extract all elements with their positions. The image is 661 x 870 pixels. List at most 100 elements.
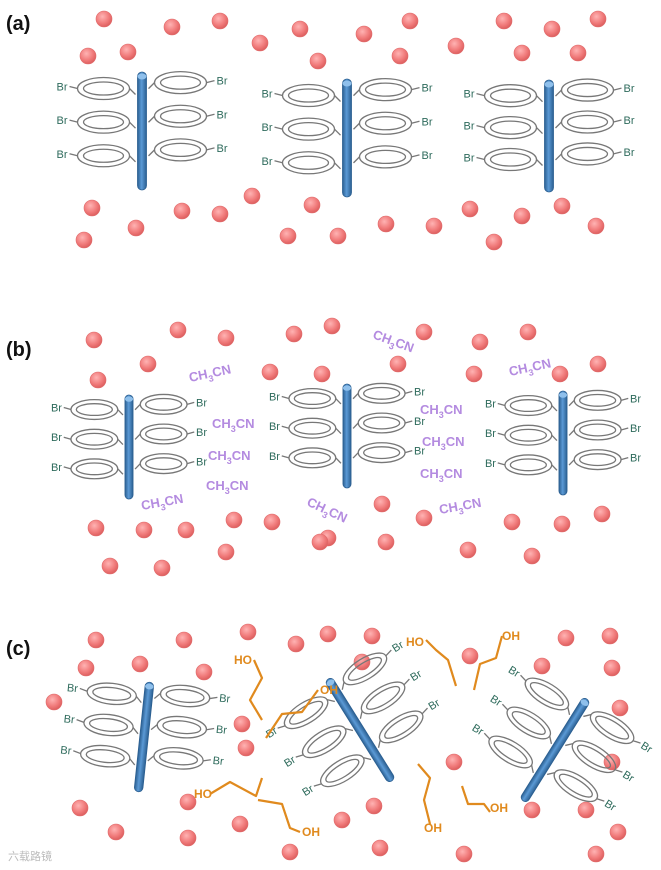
benzene-ring-inner — [307, 729, 342, 754]
bond-line — [404, 390, 413, 394]
benzene-ring — [573, 449, 622, 471]
bond-line — [497, 462, 506, 466]
solvent-particle — [179, 793, 197, 811]
solvent-particle — [365, 797, 383, 815]
bond-line — [568, 459, 575, 466]
solvent-particle — [177, 521, 195, 539]
acetonitrile-label: CH3CN — [508, 355, 553, 381]
benzene-ring-inner — [162, 720, 202, 735]
solvent-particle — [519, 323, 537, 341]
benzene-ring-inner — [159, 109, 202, 124]
panel-label-b: (b) — [6, 339, 32, 361]
solvent-particle — [163, 18, 181, 36]
bond-line — [613, 87, 622, 91]
hydroxyl-label: OH — [502, 629, 520, 643]
solvent-particle — [233, 715, 251, 733]
bromine-label: Br — [630, 393, 641, 405]
bond-line — [546, 771, 556, 776]
bromine-label: Br — [60, 744, 73, 757]
bond-line — [497, 402, 506, 407]
solvent-particle — [107, 823, 125, 841]
bromine-label: Br — [426, 697, 442, 713]
acetonitrile-cn: CN — [461, 495, 482, 513]
butanediol-chain — [248, 659, 264, 721]
benzene-ring — [281, 151, 336, 175]
butanediol-chain — [460, 785, 491, 813]
bond-line — [353, 156, 360, 164]
solvent-particle — [485, 233, 503, 251]
bond-line — [345, 728, 354, 732]
bond-line — [69, 119, 78, 123]
hydroxyl-label: OH — [424, 821, 442, 835]
bond-line — [596, 798, 605, 802]
bond-line — [363, 757, 372, 761]
bromine-label: Br — [269, 392, 280, 404]
bromine-label: Br — [488, 693, 504, 709]
solvent-particle — [447, 37, 465, 55]
acetonitrile-c: CH — [438, 499, 459, 517]
bond-line — [476, 124, 485, 129]
acetonitrile-sub: 3 — [160, 502, 167, 513]
benzene-ring — [357, 382, 406, 404]
solvent-particle — [101, 557, 119, 575]
solvent-particle — [513, 207, 531, 225]
hydroxyl-label: OH — [302, 825, 320, 839]
bond-line — [620, 457, 629, 461]
bond-line — [281, 425, 290, 429]
carbon-nanotube-rod — [134, 681, 154, 793]
butanediol-chain — [417, 763, 432, 825]
acetonitrile-cn: CN — [446, 434, 465, 449]
bond-line — [411, 120, 420, 124]
bond-line — [483, 732, 491, 740]
benzene-ring-inner — [579, 423, 617, 437]
benzene-ring-inner — [75, 403, 113, 417]
bond-line — [281, 395, 290, 400]
acetonitrile-cn: CN — [211, 361, 232, 380]
bond-line — [353, 122, 360, 130]
acetonitrile-c: CH — [420, 402, 439, 417]
panel-labels: (a) (b) (c) — [6, 13, 32, 660]
acetonitrile-label: CH3CN — [188, 361, 233, 387]
solvent-particle — [373, 495, 391, 513]
bond-line — [568, 399, 575, 407]
benzene-ring-inner — [566, 114, 609, 130]
bond-line — [334, 128, 341, 136]
benzene-ring-inner — [579, 393, 617, 407]
solvent-particle — [377, 215, 395, 233]
bromine-label: Br — [408, 668, 424, 684]
solvent-particle — [95, 10, 113, 28]
bond-line — [295, 754, 304, 758]
bond-line — [206, 113, 215, 117]
bond-line — [69, 153, 78, 157]
hydroxyl-label: OH — [320, 683, 338, 697]
solvent-particle — [495, 12, 513, 30]
rod-cap — [544, 81, 554, 88]
benzene-ring — [288, 417, 337, 439]
acetonitrile-label: CH3CN — [420, 466, 463, 484]
solvent-particle — [471, 333, 489, 351]
benzene-ring-inner — [364, 149, 407, 165]
bromine-label: Br — [66, 682, 79, 695]
benzene-ring-inner — [347, 656, 383, 681]
acetonitrile-cn: CN — [531, 355, 552, 374]
bromine-label: Br — [63, 713, 76, 726]
solvent-particle — [553, 515, 571, 533]
solvent-particle — [609, 823, 627, 841]
benzene-ring — [378, 710, 424, 744]
bromine-label: Br — [217, 109, 228, 121]
carbon-nanotube-rod — [544, 79, 554, 193]
solvent-particle — [503, 513, 521, 531]
hydroxyl-label: HO — [406, 635, 424, 649]
benzene-ring — [589, 711, 635, 745]
bond-line — [632, 740, 641, 744]
solvent-particle — [87, 631, 105, 649]
benzene-ring-inner — [566, 146, 609, 162]
solvent-particle — [323, 317, 341, 335]
benzene-ring-inner — [365, 685, 401, 710]
bromine-label: Br — [262, 156, 273, 168]
bromine-label: Br — [485, 428, 496, 440]
benzene-ring — [153, 104, 208, 128]
